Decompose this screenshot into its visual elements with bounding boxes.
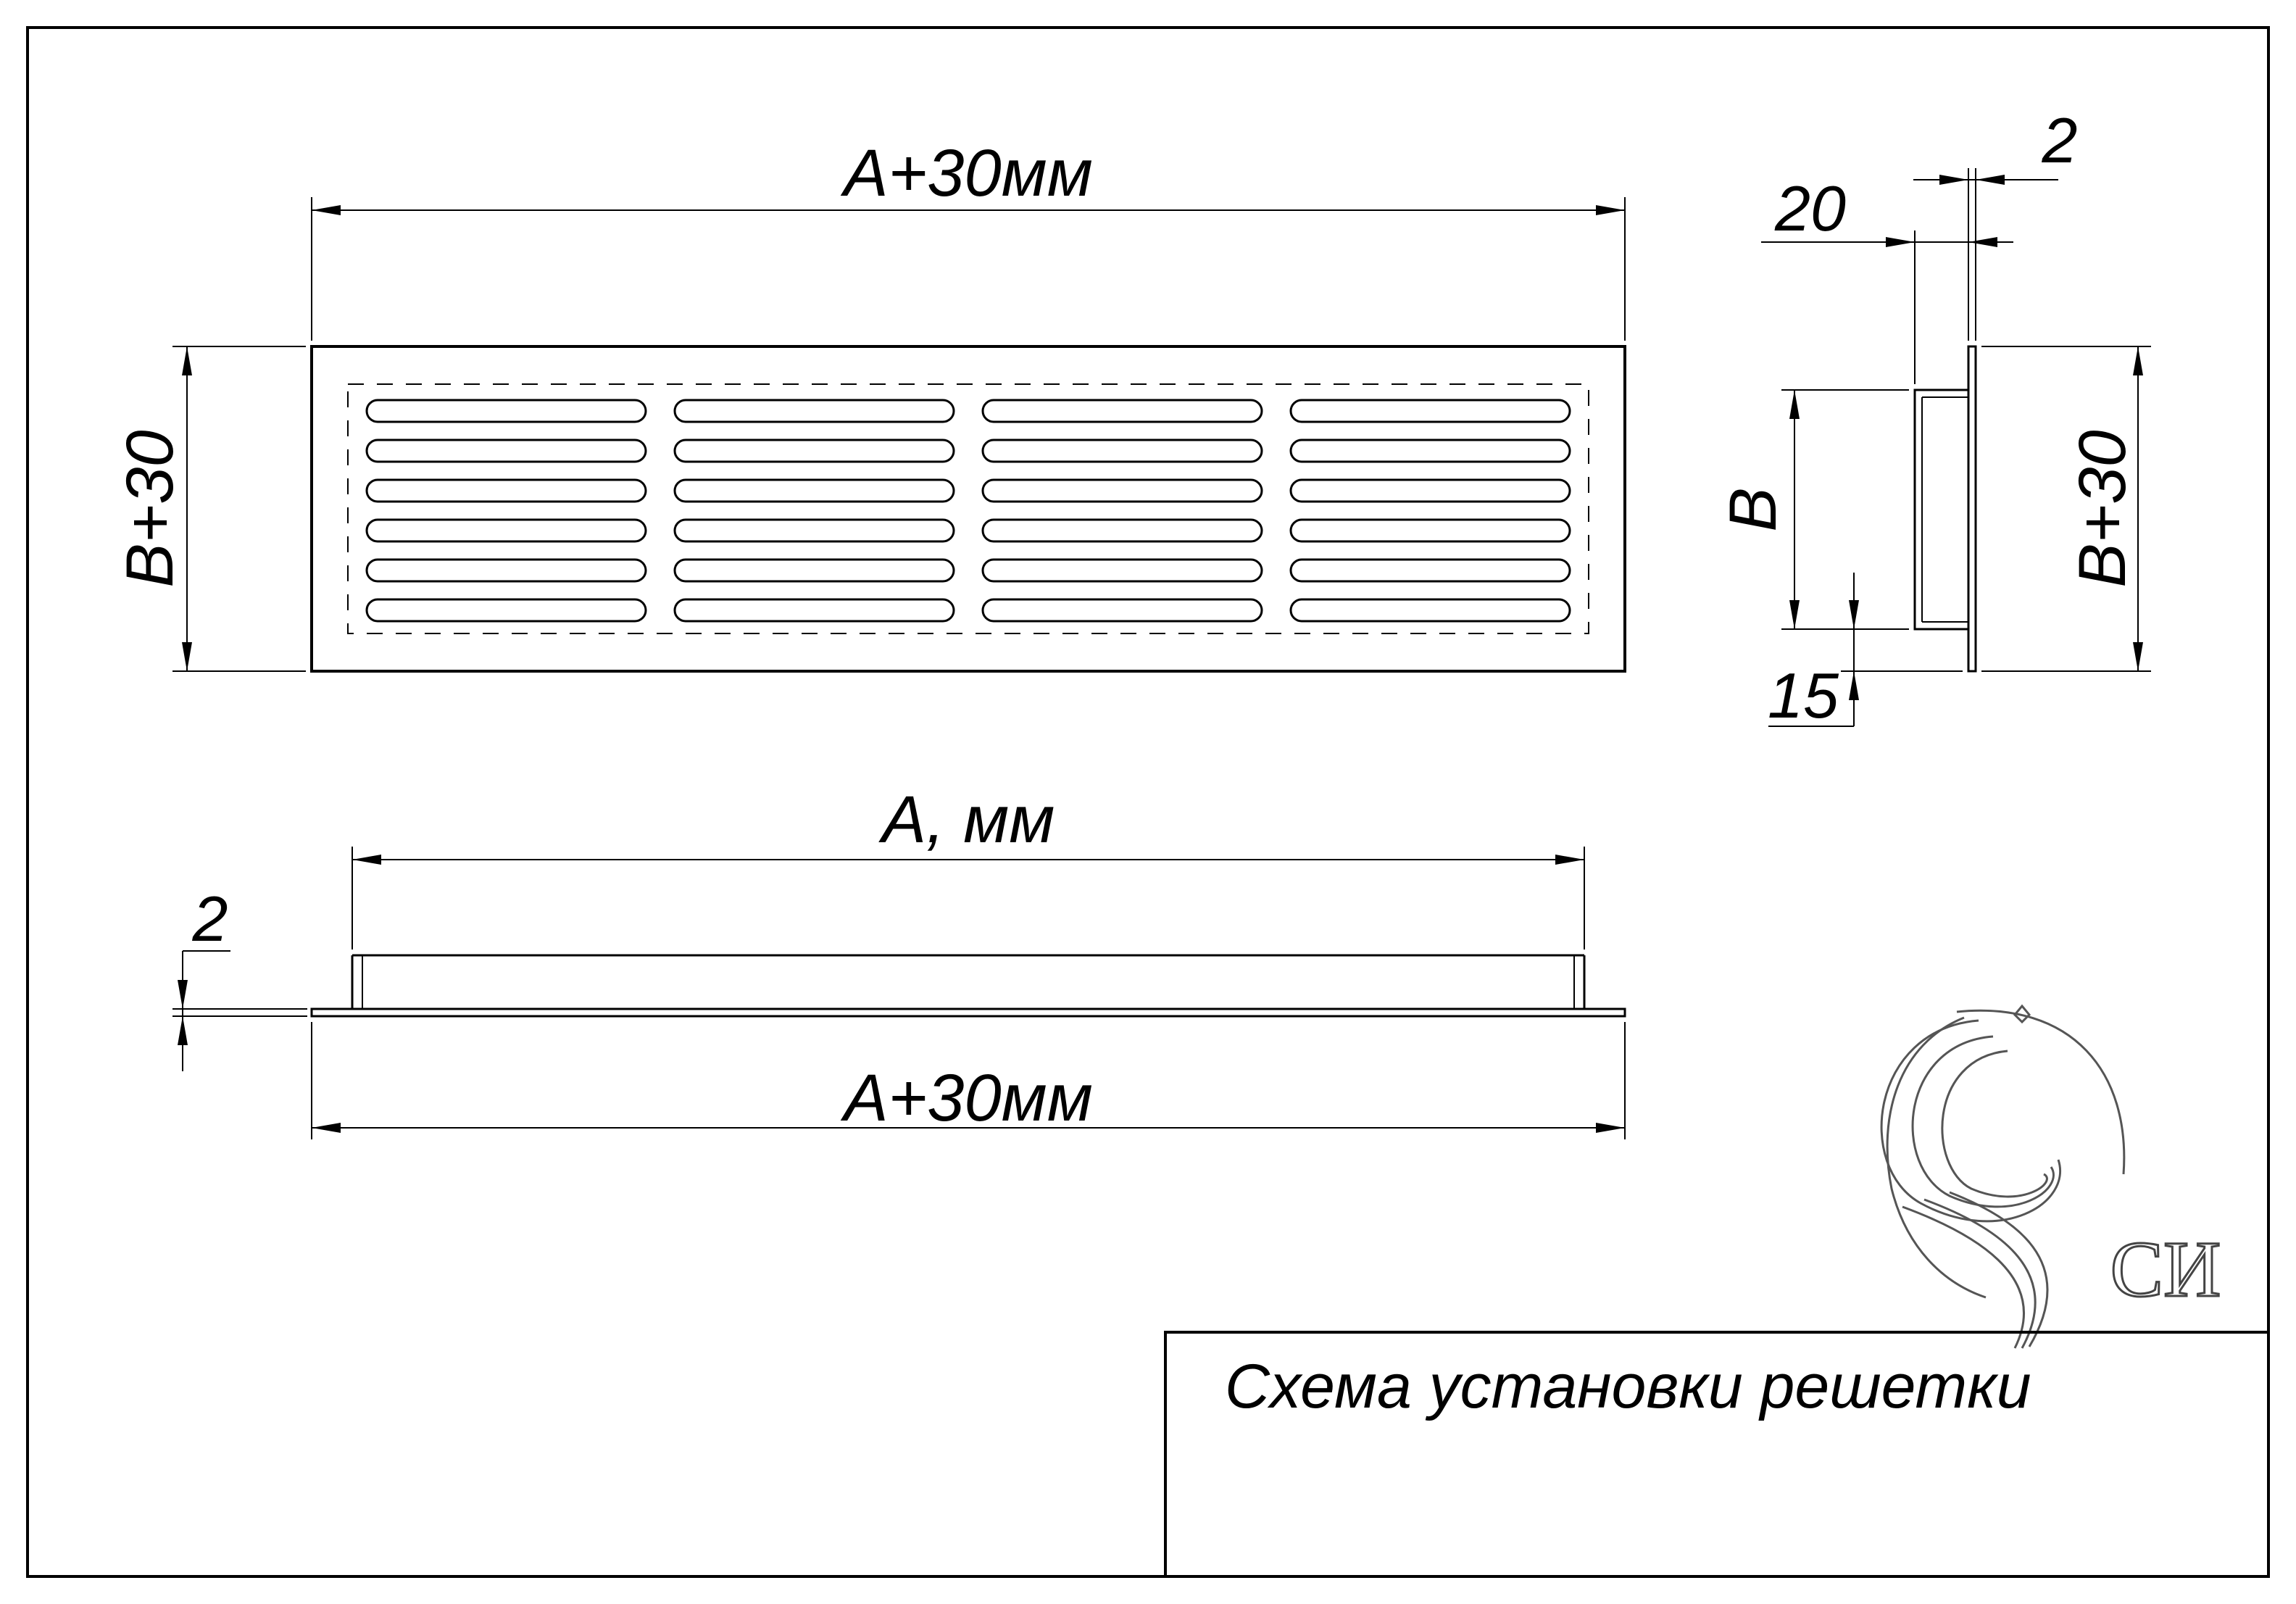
grille-slot (673, 518, 955, 543)
grille-slot (365, 518, 647, 543)
grille-slot (673, 439, 955, 463)
grille-slot (981, 439, 1263, 463)
sheet-frame (26, 26, 2270, 1578)
side-height-label: B+30 (2066, 430, 2139, 587)
grille-slot (981, 598, 1263, 623)
title-block-caption: Схема установки решетки (1225, 1352, 2031, 1421)
grille-slot (673, 399, 955, 423)
grille-slot (365, 399, 647, 423)
side-body (1913, 388, 1970, 631)
front-height-label: B+30 (113, 430, 187, 587)
bottom-inner-width-label: A, мм (878, 783, 1055, 857)
grille-outer-plate (310, 345, 1626, 673)
side-thickness-label: 2 (2042, 104, 2078, 176)
grille-slot (673, 478, 955, 503)
grille-slot (981, 399, 1263, 423)
logo-text: СИ (2110, 1225, 2221, 1313)
bottom-flange-label: 2 (192, 883, 228, 955)
grille-slot (365, 478, 647, 503)
grille-slot (981, 558, 1263, 583)
title-block: Схема установки решетки (1164, 1331, 2270, 1578)
spiral-s-logo-icon (1880, 1004, 2126, 1349)
front-view: A+30мм B+30 (113, 136, 1626, 673)
company-logo: СИ (1880, 1004, 2222, 1349)
bottom-outer-width-label: A+30мм (840, 1061, 1093, 1135)
bottom-view: A, мм A+30мм 2 (172, 783, 1626, 1139)
side-inner-height-label: B (1716, 487, 1790, 531)
grille-slot (673, 598, 955, 623)
grille-slot (1289, 558, 1571, 583)
grille-slot (981, 518, 1263, 543)
grille-inner-dashed-outline (347, 383, 1589, 634)
grille-slot (1289, 518, 1571, 543)
side-view: 20 2 B 15 B+30 (1716, 104, 2151, 731)
side-depth-label: 20 (1774, 173, 1846, 244)
grille-slot (1289, 478, 1571, 503)
grille-slot (673, 558, 955, 583)
grille-slot (1289, 399, 1571, 423)
grille-slot (1289, 598, 1571, 623)
grille-slots (365, 399, 1571, 623)
grille-slot (981, 478, 1263, 503)
grille-slot (365, 558, 647, 583)
bottom-flange (310, 1007, 1626, 1018)
front-width-label: A+30мм (840, 136, 1093, 210)
grille-slot (1289, 439, 1571, 463)
grille-slot (365, 439, 647, 463)
grille-slot (365, 598, 647, 623)
side-offset-label: 15 (1768, 660, 1839, 731)
